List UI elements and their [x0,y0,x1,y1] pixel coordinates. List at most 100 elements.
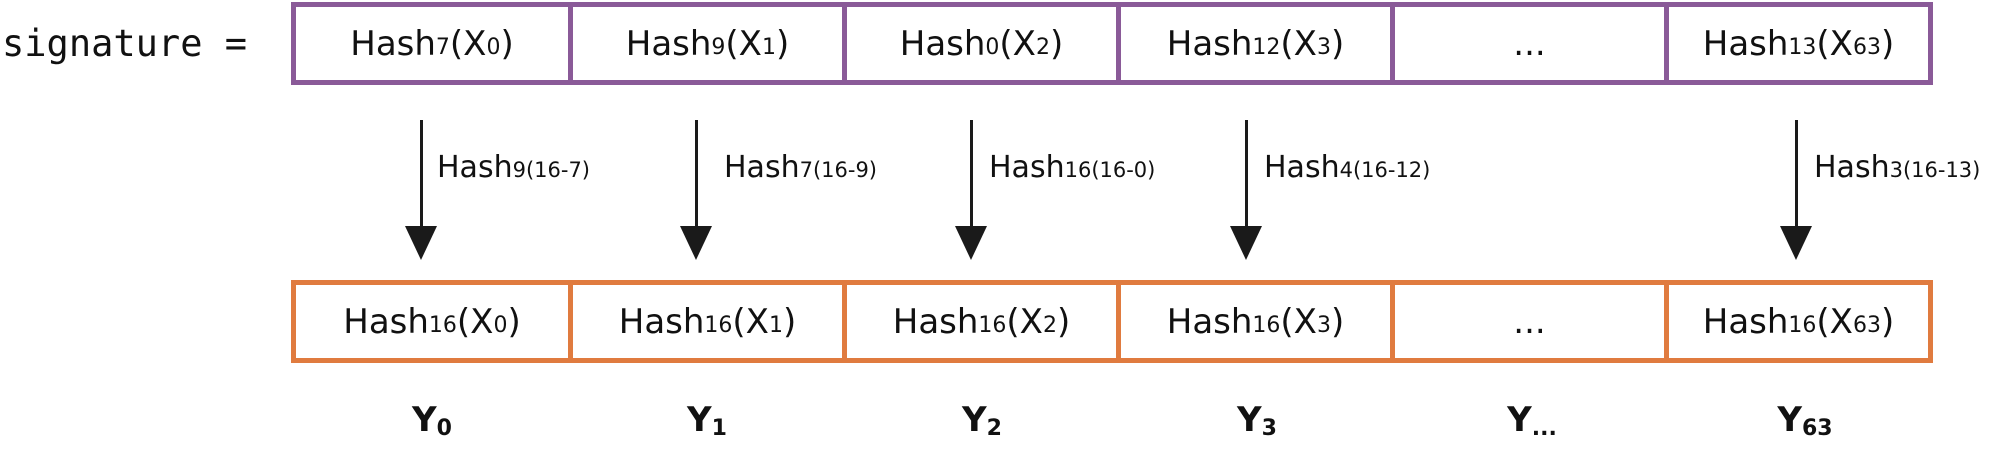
hash-subscript: 16 [1252,313,1281,338]
closing-paren: ) [1049,23,1064,64]
y-label-base: Y [687,400,712,440]
hash-base: Hash [343,301,429,342]
hash-base: Hash [1702,301,1789,342]
y-label-base: Y [962,400,987,440]
down-arrow-icon [951,120,991,262]
argument-subscript: 1 [761,35,776,60]
ellipsis: ... [1513,23,1546,64]
argument-subscript: 3 [1316,35,1331,60]
y-label-subscript: 1 [711,416,727,441]
hash-base: Hash [618,301,705,342]
arrow-label-subscript: 3(16-13) [1889,158,1981,182]
closing-paren: ) [507,301,521,342]
arrow-label: Hash7(16-9) [724,150,877,185]
arrow-label: Hash9(16-7) [437,150,590,185]
argument-subscript: 2 [1035,35,1050,60]
argument-subscript: 63 [1852,35,1881,60]
y-label-subscript: 0 [436,416,452,441]
hash-base: Hash [350,23,436,64]
hash-argument: (X [456,301,494,342]
hash-subscript: 16 [978,313,1007,338]
argument-subscript: 1 [768,313,783,338]
y-label-base: Y [1237,400,1262,440]
hash-argument: (X [1280,23,1317,64]
hash-base: Hash [892,301,979,342]
arrow-label: Hash16(16-0) [989,150,1155,185]
closing-paren: ) [1056,301,1071,342]
arrow-label-base: Hash [1814,150,1890,185]
arrow-label: Hash4(16-12) [1264,150,1430,185]
arrow-label-subscript: 16(16-0) [1064,158,1156,182]
hash-argument: (X [1006,301,1043,342]
arrow-label-base: Hash [989,150,1065,185]
hash-subscript: 16 [704,313,733,338]
hash-argument: (X [1280,301,1317,342]
y-label-subscript: ... [1531,416,1557,441]
ellipsis: ... [1513,301,1546,342]
down-arrow-icon [401,120,441,262]
ellipsis-cell: ... [1390,285,1664,358]
closing-paren: ) [1330,301,1345,342]
hash-base: Hash [1702,23,1789,64]
y-label-subscript: 2 [986,416,1002,441]
arrow-label-subscript: 9(16-7) [512,158,591,182]
hash-subscript: 16 [428,313,457,338]
closing-paren: ) [782,301,797,342]
down-arrow-icon [1226,120,1266,262]
closing-paren: ) [1880,23,1895,64]
y-label: Y0 [382,400,482,441]
y-label-subscript: 3 [1261,416,1277,441]
y-label-base: Y [1507,400,1532,440]
hash-subscript: 16 [1788,313,1817,338]
y-label-base: Y [412,400,437,440]
arrow-label-base: Hash [437,150,513,185]
argument-subscript: 0 [486,35,501,60]
hash-base: Hash [899,23,986,64]
y-label-base: Y [1777,400,1802,440]
hash-argument: (X [449,23,487,64]
y-label: Y3 [1207,400,1307,441]
y-label: Y63 [1755,400,1855,441]
hash-base: Hash [1166,23,1253,64]
y-label-subscript: 63 [1802,416,1833,441]
arrow-label-subscript: 7(16-9) [799,158,878,182]
hash-subscript: 7 [435,35,450,60]
argument-subscript: 0 [493,313,508,338]
closing-paren: ) [1880,301,1895,342]
hash-base: Hash [625,23,712,64]
arrow-label-base: Hash [724,150,800,185]
hash-subscript: 12 [1252,35,1281,60]
arrow-label-subscript: 4(16-12) [1339,158,1431,182]
y-label: Y... [1482,400,1582,441]
hash-base: Hash [1166,301,1253,342]
down-arrow-icon [676,120,716,262]
hash-argument: (X [1816,23,1853,64]
closing-paren: ) [500,23,514,64]
hash-subscript: 0 [985,35,1000,60]
hash-argument: (X [732,301,769,342]
signature-label: signature = [2,22,248,65]
y-label: Y2 [932,400,1032,441]
argument-subscript: 63 [1852,313,1881,338]
argument-subscript: 2 [1042,313,1057,338]
hash-subscript: 13 [1788,35,1817,60]
hash-argument: (X [1816,301,1853,342]
argument-subscript: 3 [1316,313,1331,338]
hash-argument: (X [725,23,762,64]
hash-argument: (X [999,23,1036,64]
ellipsis-cell: ... [1390,7,1664,80]
closing-paren: ) [775,23,790,64]
down-arrow-icon [1776,120,1816,262]
